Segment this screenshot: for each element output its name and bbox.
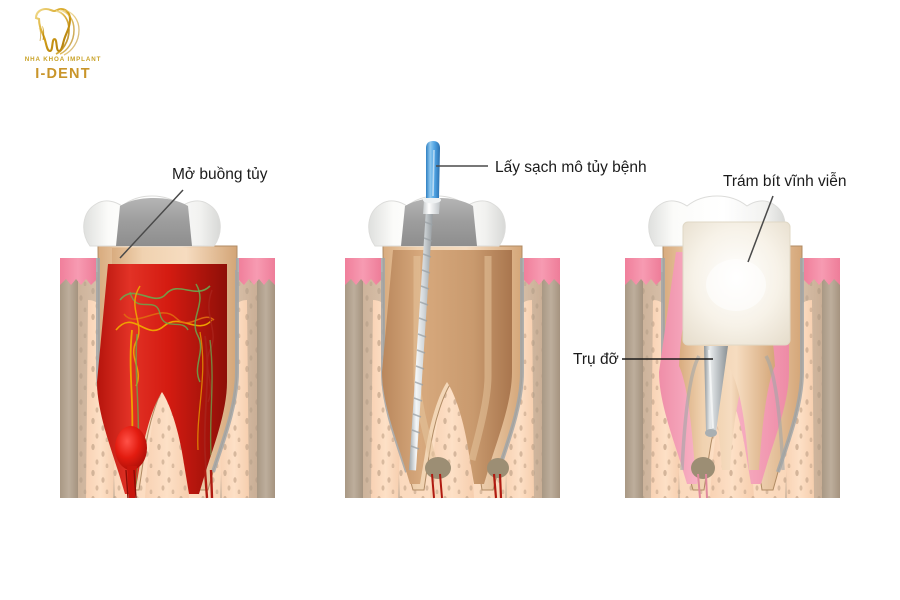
cortical-bone-right (257, 272, 275, 498)
panel-cleaning-canals (345, 141, 560, 499)
panel-opened-pulp-chamber (60, 189, 275, 499)
panel-final-restoration (622, 195, 840, 499)
logo-wordmark: I-DENT (35, 66, 91, 82)
cortical-bone-left (345, 272, 363, 498)
label-open-pulp-chamber: Mở buồng tủy (172, 166, 268, 183)
tooth-logo-mark (22, 6, 84, 56)
cortical-bone-left (60, 272, 78, 498)
access-cavity (401, 198, 477, 246)
cortical-bone-right (542, 272, 560, 498)
apex-plug-right (487, 458, 509, 478)
periapical-abscess (115, 426, 147, 470)
gum-left (60, 258, 96, 285)
file-shaft (409, 209, 433, 471)
file-flutes (410, 221, 434, 450)
cortical-bone-right (822, 272, 840, 498)
leader-line-open-pulp-chamber (119, 189, 184, 259)
endodontic-file[interactable] (409, 141, 441, 471)
cortical-bone-left (625, 272, 643, 498)
label-permanent-filling: Trám bít vĩnh viễn (723, 173, 847, 190)
logo-tagline: NHA KHOA IMPLANT (24, 56, 102, 63)
label-support-post: Trụ đỡ (573, 351, 619, 368)
gum-right (524, 258, 560, 285)
label-remove-pulp-tissue: Lấy sạch mô tủy bệnh (495, 159, 647, 176)
apical-vessels (203, 469, 214, 499)
gum-left (625, 258, 661, 285)
brand-logo: NHA KHOA IMPLANT I-DENT (8, 6, 118, 82)
leader-line-permanent-filling (747, 195, 774, 263)
file-collar (423, 200, 440, 214)
gum-left (345, 258, 381, 285)
apex-plug-left (425, 457, 451, 479)
gum-right (804, 258, 840, 285)
apex-plug-left (691, 457, 715, 479)
gum-right (239, 258, 275, 285)
